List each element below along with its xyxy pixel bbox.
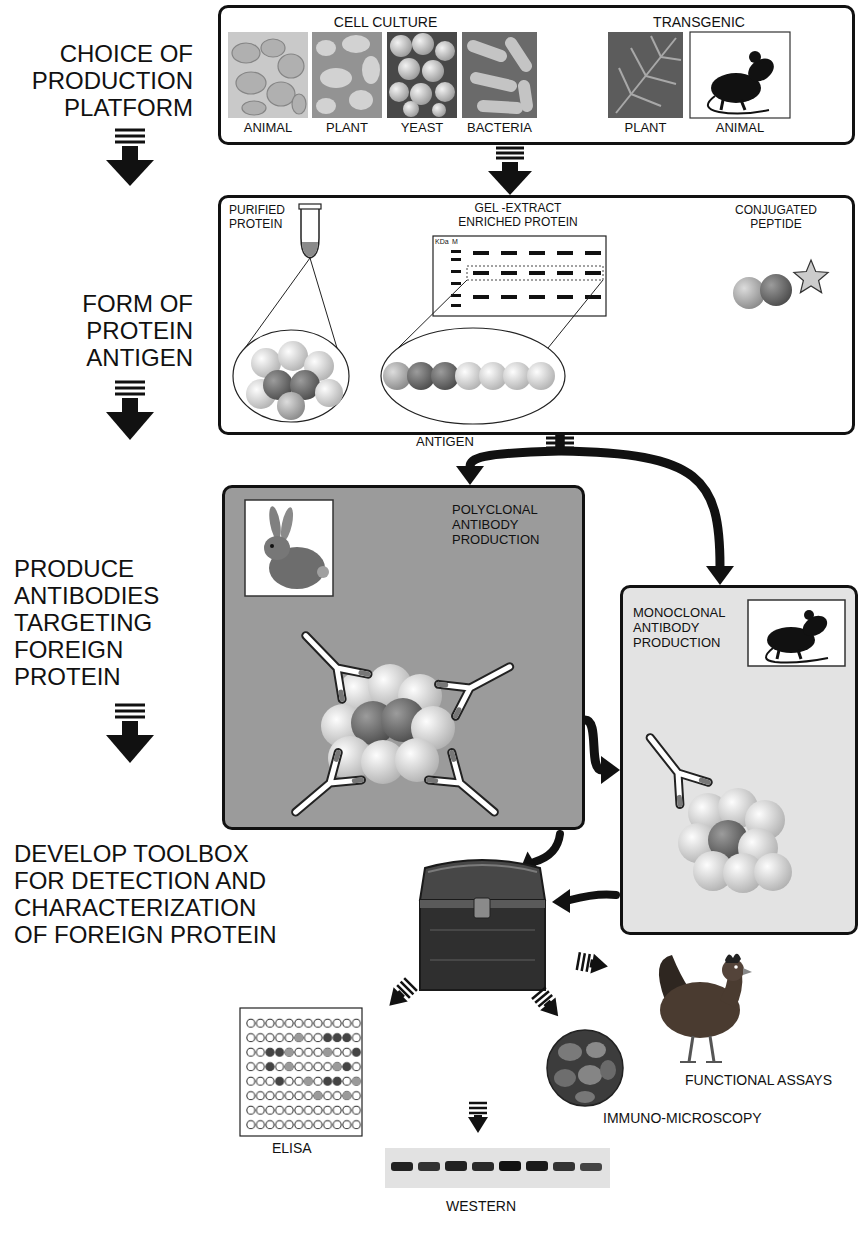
image-caption: ANIMAL — [690, 121, 790, 136]
illustration — [221, 198, 852, 432]
group-heading: CELL CULTURE — [231, 14, 540, 30]
image-caption: ANIMAL — [228, 121, 308, 136]
tool-label: FUNCTIONAL ASSAYS — [685, 1072, 832, 1088]
gel-lane-label: KDa — [435, 238, 449, 246]
step-label: FORM OF PROTEIN ANTIGEN — [5, 290, 193, 371]
box-title: POLYCLONAL ANTIBODY PRODUCTION — [452, 503, 577, 548]
step-arrow — [106, 130, 154, 186]
tool-label: ELISA — [272, 1140, 312, 1156]
tool-label: WESTERN — [446, 1198, 516, 1214]
antigen-form-label: CONJUGATED PEPTIDE — [726, 204, 826, 232]
image-caption: YEAST — [387, 121, 457, 136]
western-blot — [385, 1148, 610, 1188]
antigen-form-label: PURIFIED PROTEIN — [229, 204, 297, 232]
toolbox-chest — [420, 860, 545, 990]
image-caption: BACTERIA — [462, 121, 537, 136]
connector-arrow — [488, 148, 532, 195]
polyclonal-box: POLYCLONAL ANTIBODY PRODUCTION — [222, 485, 585, 830]
step-label: DEVELOP TOOLBOX FOR DETECTION AND CHARAC… — [14, 840, 289, 948]
box-caption: ANTIGEN — [416, 435, 474, 449]
image-caption: PLANT — [608, 121, 683, 136]
step-label: PRODUCE ANTIBODIES TARGETING FOREIGN PRO… — [14, 555, 209, 690]
box-title: MONOCLONAL ANTIBODY PRODUCTION — [633, 606, 743, 651]
chicken-figure — [659, 954, 752, 1062]
antigen-form-label: GEL -EXTRACT ENRICHED PROTEIN — [443, 202, 593, 230]
tool-label: IMMUNO-MICROSCOPY — [603, 1110, 762, 1126]
monoclonal-box: MONOCLONAL ANTIBODY PRODUCTION — [620, 585, 858, 935]
step-arrow — [106, 382, 154, 440]
microscopy-image — [547, 1030, 623, 1106]
antigen-box: PURIFIED PROTEIN GEL -EXTRACT ENRICHED PR… — [218, 195, 855, 435]
connector-arrow — [585, 720, 620, 784]
step-arrow — [106, 705, 154, 763]
connector-arrow — [560, 435, 734, 585]
group-heading: TRANSGENIC — [608, 14, 790, 30]
image-caption: PLANT — [312, 121, 382, 136]
elisa-plate — [240, 1008, 362, 1136]
platform-box: CELL CULTURE ANIMAL PLANT YEAST BACTERIA TRAN… — [218, 5, 855, 145]
step-label: CHOICE OF PRODUCTION PLATFORM — [5, 40, 193, 121]
gel-lane-label: M — [452, 238, 458, 246]
